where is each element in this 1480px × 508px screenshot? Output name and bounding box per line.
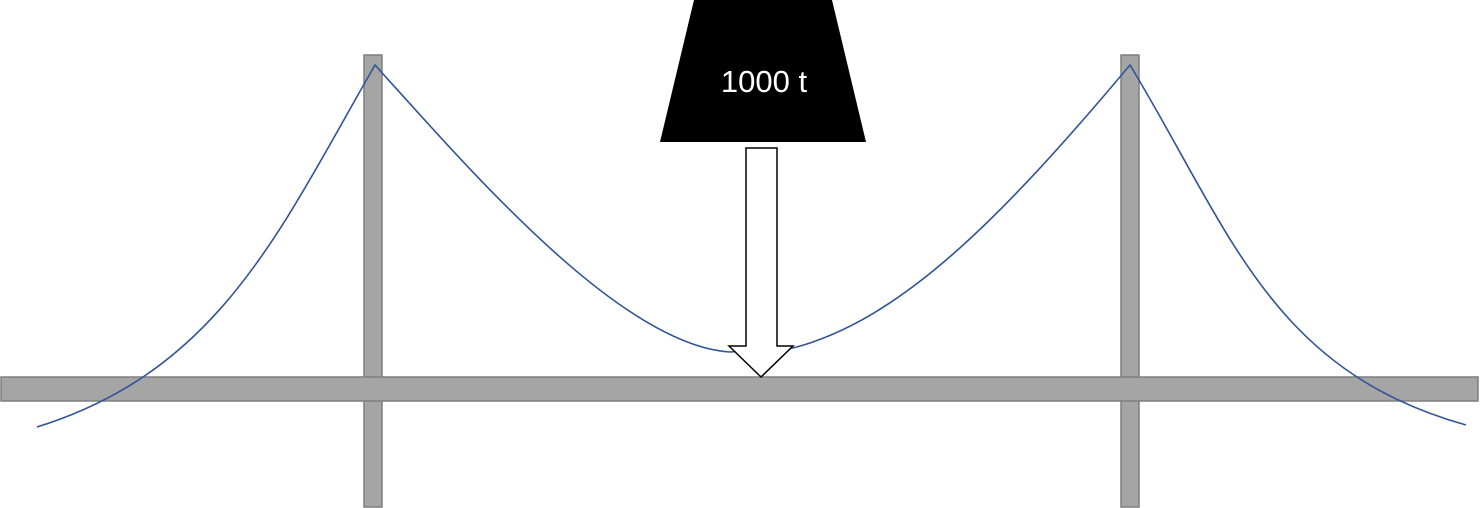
load-arrow (727, 147, 795, 379)
right-tower (1120, 54, 1140, 508)
weight-trapezoid (660, 0, 866, 142)
weight-block: 1000 t (660, 0, 866, 142)
bridge-deck (0, 376, 1479, 402)
left-tower (363, 54, 383, 508)
weight-label: 1000 t (721, 64, 808, 99)
